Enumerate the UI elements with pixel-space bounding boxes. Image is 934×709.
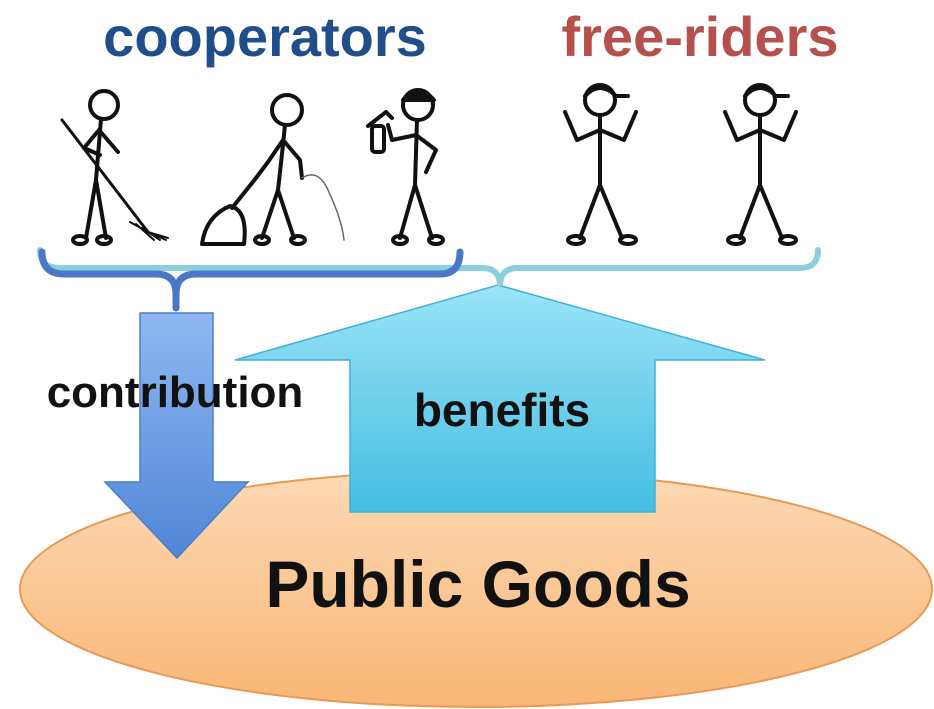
public-goods-label: Public Goods xyxy=(265,547,690,621)
spraying-person-icon xyxy=(366,88,445,246)
contribution-arrow xyxy=(103,312,250,560)
vacuuming-person-icon xyxy=(200,93,345,246)
all-players-brace xyxy=(37,247,821,287)
cooperators-label: cooperators xyxy=(103,5,427,68)
contribution-label: contribution xyxy=(47,368,304,417)
cooperators-brace xyxy=(38,248,464,312)
free-riders-label: free-riders xyxy=(561,5,838,68)
shrugging-person-icon xyxy=(723,83,798,246)
shrugging-person-icon xyxy=(563,83,638,246)
benefits-arrow xyxy=(234,284,766,513)
benefits-label: benefits xyxy=(414,384,590,436)
raking-person-icon xyxy=(60,89,169,246)
